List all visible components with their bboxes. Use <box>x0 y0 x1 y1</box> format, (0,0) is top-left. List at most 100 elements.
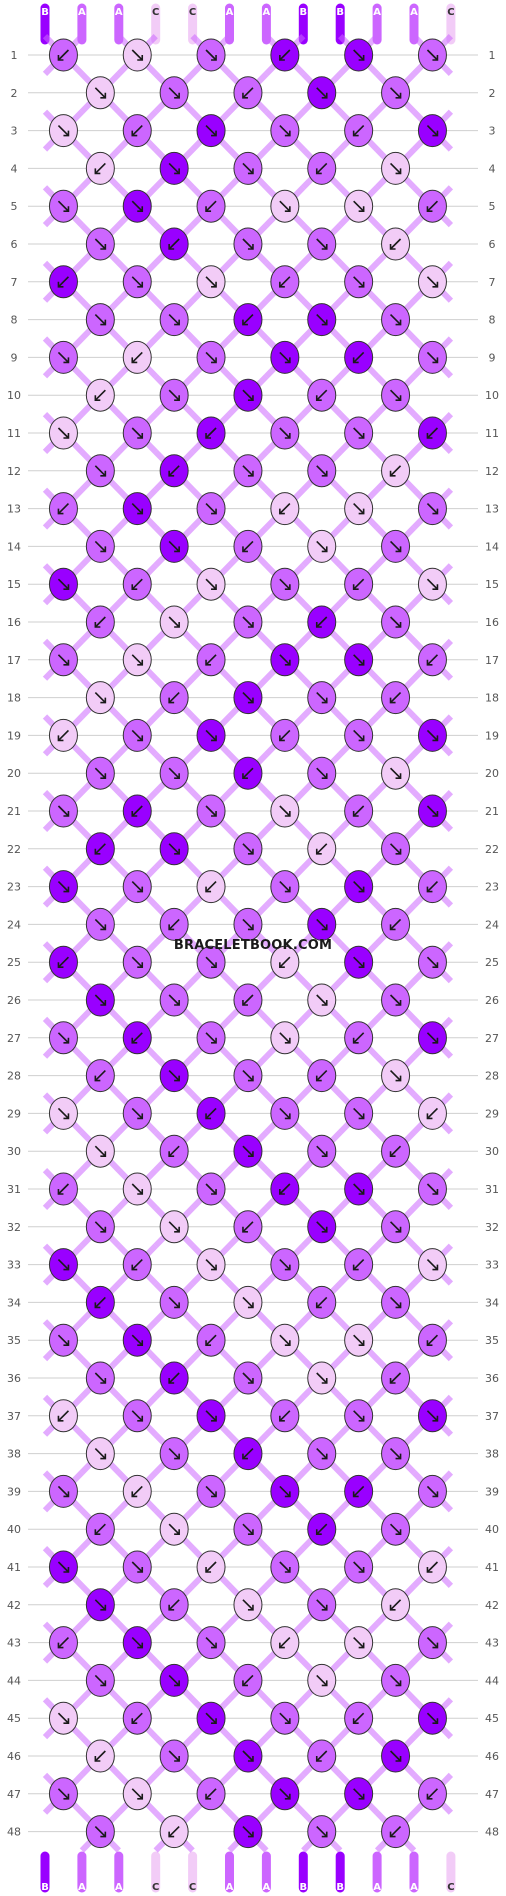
knot-arrow-head <box>242 773 248 780</box>
row-number-left: 24 <box>7 918 21 931</box>
knot-arrow-head <box>358 886 365 893</box>
knot-arrow <box>316 162 328 174</box>
knot-arrow-head <box>432 584 439 591</box>
knot-arrow-head <box>205 1793 212 1800</box>
knot-arrow <box>94 1523 106 1535</box>
knot-arrow <box>242 767 254 779</box>
knot-arrow-head <box>395 92 402 99</box>
knot-arrow <box>57 427 70 439</box>
knot-arrow <box>57 351 70 363</box>
knot-arrow <box>94 1750 106 1762</box>
row-number-left: 23 <box>7 881 21 894</box>
knot-arrow-head <box>100 1831 107 1838</box>
knot-arrow <box>279 49 291 61</box>
knot-arrow-head <box>211 1415 217 1422</box>
knot-arrow <box>353 1712 365 1724</box>
knot-arrow <box>131 578 143 590</box>
knot-arrow <box>205 1485 217 1497</box>
knot-arrow-head <box>137 508 144 515</box>
knot-arrow-head <box>63 357 70 364</box>
knot-arrow-head <box>174 1529 180 1535</box>
knot-arrow-head <box>247 1378 254 1384</box>
knot-arrow <box>353 654 365 666</box>
knot-arrow-head <box>247 848 254 855</box>
knot-arrow-head <box>137 962 144 969</box>
row-number-left: 13 <box>7 503 21 516</box>
knot-arrow-head <box>168 1831 175 1838</box>
knot-arrow-head <box>315 622 322 628</box>
knot-arrow-head <box>284 1340 291 1346</box>
knot-arrow <box>389 1448 402 1460</box>
knot-arrow-head <box>352 1264 359 1271</box>
top-string-label: A <box>226 7 234 18</box>
row-number-left: 14 <box>7 540 21 553</box>
knot-arrow-head <box>247 1604 254 1611</box>
knot-arrow-head <box>358 735 365 742</box>
row-number-right: 22 <box>485 843 499 856</box>
knot-arrow-head <box>432 508 439 515</box>
row-number-right: 20 <box>485 767 499 780</box>
top-string-label: B <box>336 7 344 18</box>
knot-arrow-head <box>100 470 107 477</box>
knot-arrow <box>168 767 180 779</box>
knot-arrow <box>279 503 291 515</box>
knot-arrow-head <box>284 433 291 439</box>
row-number-left: 4 <box>11 162 18 175</box>
knot-arrow-head <box>315 168 322 175</box>
knot-arrow-head <box>247 622 254 628</box>
knot-arrow <box>168 1145 180 1157</box>
knot-arrow <box>316 1145 328 1157</box>
knot-arrow-head <box>57 281 64 288</box>
row-number-left: 40 <box>7 1523 21 1536</box>
knot-arrow <box>279 1107 291 1119</box>
knot-arrow <box>353 351 365 363</box>
row-number-right: 19 <box>485 729 499 742</box>
knot-arrow <box>57 654 70 666</box>
knot-arrow-head <box>211 811 217 817</box>
knot-arrow <box>316 767 328 779</box>
knot-arrow-head <box>247 395 254 402</box>
knot-arrow-head <box>321 1151 328 1157</box>
knot-arrow-head <box>174 1075 180 1082</box>
knot-arrow-head <box>321 546 328 553</box>
knot-arrow-head <box>389 697 396 704</box>
knot-arrow <box>389 1296 402 1308</box>
row-number-left: 1 <box>11 49 18 62</box>
knot-arrow <box>426 427 439 439</box>
bottom-string-label: B <box>41 1882 49 1893</box>
top-string-label: C <box>189 7 196 18</box>
knot-arrow <box>353 1788 365 1800</box>
knot-arrow <box>131 200 143 212</box>
knot-arrow-head <box>168 1604 175 1611</box>
knot-arrow <box>242 1448 254 1460</box>
knot-arrow-head <box>100 1226 107 1233</box>
knot-arrow <box>57 276 70 288</box>
knot-arrow <box>94 1599 106 1611</box>
knot-arrow-head <box>395 622 402 628</box>
knot-arrow <box>94 692 106 704</box>
bottom-string-label: A <box>115 1882 123 1893</box>
knot-arrow-head <box>279 1189 285 1195</box>
knot-arrow-head <box>211 735 217 742</box>
knot-arrow <box>94 162 106 174</box>
knot-arrow-head <box>94 1075 101 1082</box>
knot-arrow <box>353 578 365 590</box>
knot-arrow-head <box>284 1113 291 1120</box>
knot-arrow-head <box>321 1680 328 1687</box>
row-number-right: 42 <box>485 1599 499 1612</box>
knot-arrow <box>94 238 106 250</box>
knot-arrow <box>131 276 143 288</box>
knot-arrow <box>389 1372 402 1384</box>
knot-arrow-head <box>247 244 254 250</box>
knot-arrow-head <box>358 1793 365 1800</box>
knot-arrow-head <box>174 168 180 175</box>
knot-arrow <box>316 1221 328 1233</box>
knot-arrow-head <box>100 92 107 99</box>
knot-arrow-head <box>100 244 107 250</box>
knot-arrow <box>316 87 328 99</box>
watermark: BRACELETBOOK.COM <box>173 938 333 953</box>
knot-arrow-head <box>432 1718 439 1724</box>
knot-arrow-head <box>100 697 107 704</box>
knot-arrow-head <box>211 55 217 61</box>
knot-arrow <box>57 956 70 968</box>
